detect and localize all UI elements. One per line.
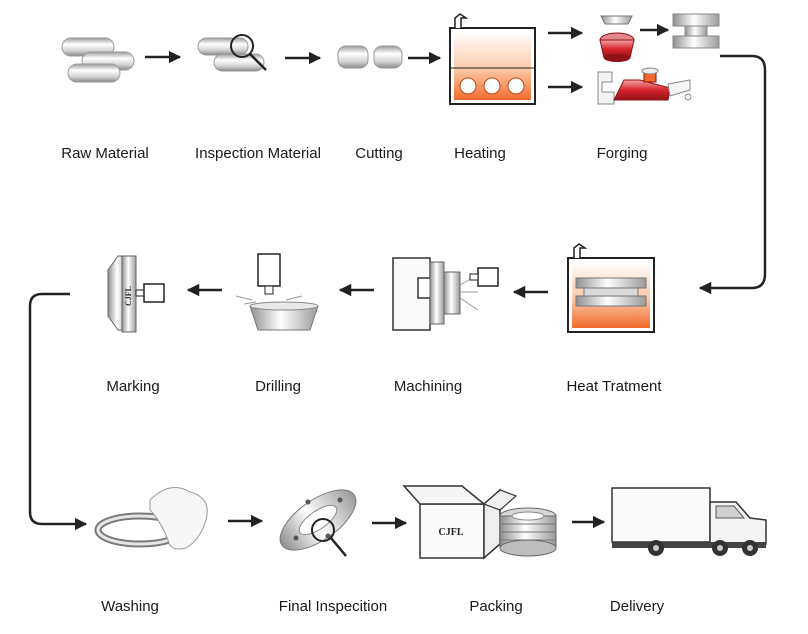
step-label-packing: Packing [469, 598, 523, 615]
inspection-material-icon [197, 34, 267, 72]
flow-connector-right [698, 54, 767, 295]
step-label-machining: Machining [393, 378, 463, 395]
step-label-washing: Washing [101, 598, 159, 615]
step-label-inspection-material: Inspection Material [195, 145, 321, 162]
step-label-marking: Marking [106, 378, 160, 395]
forging-press-icon [597, 15, 692, 105]
marking-stamp-text: CJFL [124, 286, 133, 306]
forged-flange-blank-icon [672, 13, 720, 49]
cutting-icon [337, 45, 403, 69]
packing-icon: CJFL [402, 485, 557, 560]
marking-icon: CJFL [107, 255, 165, 333]
delivery-truck-icon [611, 487, 767, 556]
step-label-forging: Forging [596, 145, 648, 162]
machining-lathe-icon [392, 257, 499, 331]
step-label-heat-treatment: Heat Tratment [566, 378, 662, 395]
heat-treatment-furnace-icon [567, 243, 655, 333]
washing-icon [94, 487, 208, 550]
step-label-drilling: Drilling [255, 378, 301, 395]
final-inspection-icon [279, 489, 357, 557]
flow-connector-left [28, 292, 88, 531]
step-label-final-inspection: Final Inspecition [278, 598, 388, 615]
step-label-heating: Heating [454, 145, 506, 162]
step-label-raw-material: Raw Material [61, 145, 149, 162]
heating-furnace-icon [449, 13, 536, 105]
step-label-cutting: Cutting [355, 145, 403, 162]
raw-material-icon [61, 37, 135, 83]
drilling-icon [235, 253, 319, 331]
step-label-delivery: Delivery [609, 598, 665, 615]
packing-box-text: CJFL [439, 527, 464, 538]
